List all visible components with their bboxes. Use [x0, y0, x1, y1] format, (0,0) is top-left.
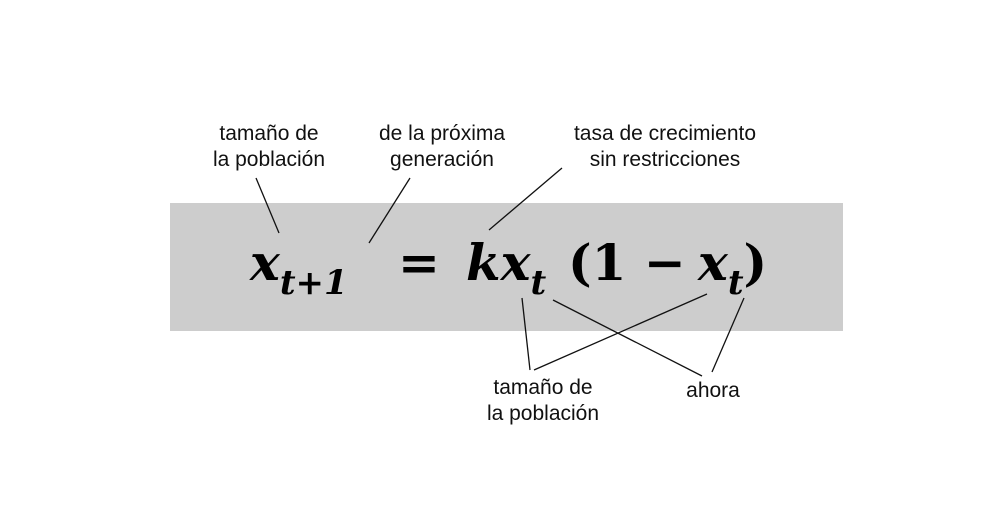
label-line: tamaño de [219, 122, 319, 145]
subscript-t: t [530, 263, 547, 303]
label-line: tasa de crecimiento [573, 122, 757, 145]
equation-one-minus: (1 − [568, 238, 686, 288]
connector-growth-rate [488, 167, 563, 231]
label-now: ahora [670, 378, 756, 404]
var-x: x [500, 233, 531, 292]
label-line: de la próxima [378, 122, 506, 145]
equation-band [170, 203, 843, 331]
equation-kxt: kxt [466, 238, 546, 301]
connector-population-top [255, 177, 280, 234]
label-line: la población [486, 402, 600, 425]
connector-population-bottom-1 [521, 297, 531, 371]
label-line: sin restricciones [589, 148, 741, 171]
connector-population-bottom-2 [533, 293, 708, 371]
var-k: k [466, 233, 501, 292]
equals-sign: = [398, 233, 440, 292]
label-population-size-top: tamaño de la población [198, 121, 340, 173]
open-paren-one-minus: (1 − [568, 233, 686, 292]
close-paren: ) [743, 233, 768, 292]
subscript-t-plus-1: t+1 [279, 263, 348, 303]
var-x: x [250, 233, 280, 292]
label-line: la población [212, 148, 326, 171]
var-x: x [698, 233, 728, 292]
label-line: ahora [686, 379, 740, 402]
equation-equals: = [398, 238, 440, 288]
equation-x-next: xt+1 [250, 238, 348, 301]
label-population-size-bottom: tamaño de la población [472, 375, 614, 427]
connector-now-2 [711, 297, 745, 373]
label-growth-rate: tasa de crecimiento sin restricciones [548, 121, 782, 173]
subscript-t: t [727, 263, 744, 303]
equation-xt-close: xt) [698, 238, 767, 301]
label-line: tamaño de [493, 376, 593, 399]
connector-next-generation [368, 177, 411, 244]
connector-now-1 [552, 299, 703, 377]
label-next-generation: de la próxima generación [362, 121, 522, 173]
label-line: generación [390, 148, 494, 171]
